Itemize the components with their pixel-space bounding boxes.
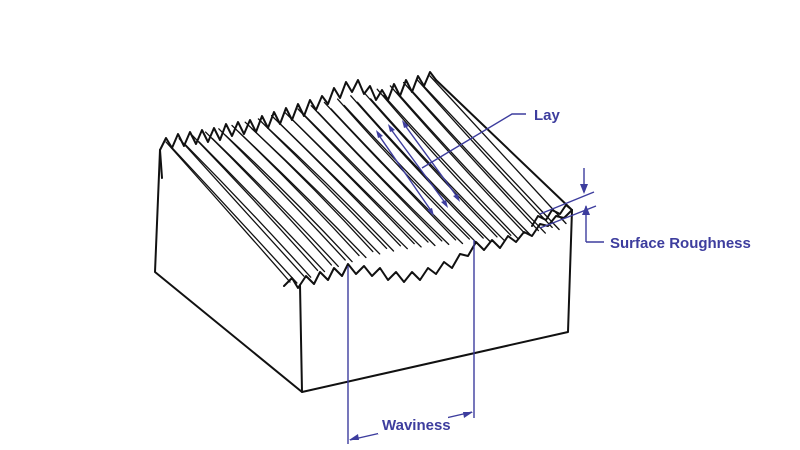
ridge-line [356,101,491,243]
lay-arrowhead-right-bottom [453,194,460,202]
block-left-edge [159,149,163,179]
block-front-face [154,149,573,393]
ridge-line [383,94,519,239]
waviness-annotation: Waviness [347,240,475,444]
lay-leader-line [421,113,526,169]
lay-arrowhead-right-top [402,120,409,128]
ridge-line [422,85,560,231]
lay-arrow-left [377,133,433,213]
lay-arrowhead-left-bottom [427,208,434,216]
ridge-line [231,124,360,257]
lay-arrow-mid [389,127,447,205]
surface-ridges [165,75,567,284]
ridge-line [191,134,319,272]
roughness-ext-top [539,191,595,215]
waviness-label-bg [378,414,448,434]
roughness-arrowhead-bottom [582,205,590,215]
ridge-line [264,124,395,252]
ridge-line [402,81,540,232]
ridge-line [277,121,408,250]
right-sawtooth-edge [435,79,573,227]
ridge-line [429,75,567,225]
ridge-line [396,91,533,237]
ridge-line [178,138,305,277]
lay-arrow-right [403,123,459,199]
ridge-line [317,111,450,246]
lay-annotation: Lay [376,107,561,216]
ridge-line [416,78,553,229]
ridge-line [409,88,546,234]
ridge-line [198,141,326,273]
block-front-corner [299,284,303,393]
ridge-line [303,114,436,247]
surface-roughness-label: Surface Roughness [610,235,751,252]
ridge-line [376,88,512,236]
ridge-line [171,147,298,284]
front-wavy-edge [283,209,573,289]
ridge-line [343,104,477,244]
lay-arrowhead-left-top [376,130,383,138]
back-sawtooth-edge [159,71,437,151]
roughness-arrowhead-top [580,184,588,194]
ridge-line [211,137,339,268]
ridge-line [251,127,381,255]
ridge-line [290,118,422,248]
ridge-line [165,141,291,283]
waviness-label: Waviness [382,417,451,434]
lay-arrowhead-mid-bottom [441,200,448,208]
ridge-line [237,131,367,259]
waviness-arrowhead-right [463,412,473,418]
block [154,149,573,393]
ridge-line [218,128,346,261]
lay-arrowhead-mid-top [388,124,395,132]
ridge-line [389,85,526,234]
surface-roughness-annotation: Surface Roughness [539,168,751,252]
waviness-arrowhead-left [349,434,359,440]
ridge-line [224,134,353,263]
ridge-line [257,118,388,250]
ridge-line [330,108,464,245]
ridge-line [350,95,484,239]
ridge-line [204,131,333,266]
ridge-line [369,98,505,241]
lay-label: Lay [534,107,561,124]
ridge-line [185,144,312,278]
